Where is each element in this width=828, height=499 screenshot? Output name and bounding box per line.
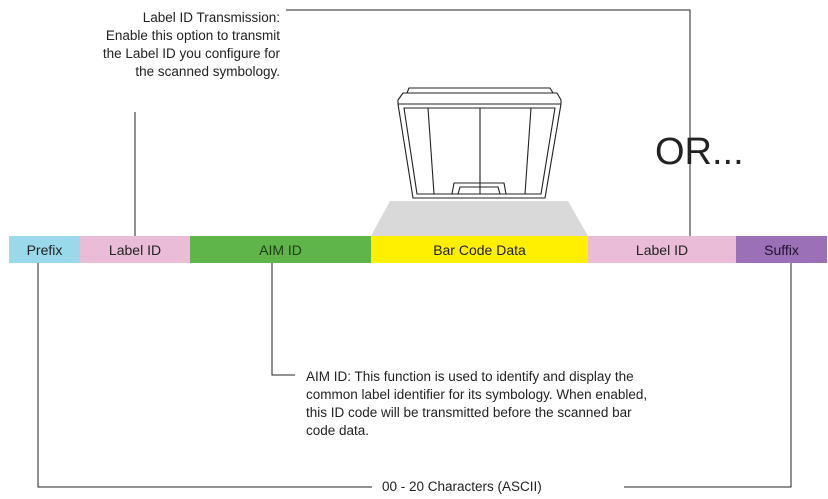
label-id-callout-line: Enable this option to transmit	[105, 28, 280, 43]
range-bracket-left	[37, 263, 372, 488]
range-bracket-right	[624, 263, 792, 488]
scanner-device-icon	[397, 87, 562, 199]
segment-aim-id: AIM ID	[190, 236, 371, 263]
label-id-callout-line: the Label ID you configure for	[102, 46, 280, 61]
aim-id-callout: AIM ID: This function is used to identif…	[306, 368, 776, 440]
segment-bar-code-data: Bar Code Data	[371, 236, 588, 263]
aim-id-callout-line: code data.	[306, 423, 370, 438]
range-label: 00 - 20 Characters (ASCII)	[382, 479, 542, 494]
segment-suffix: Suffix	[736, 236, 827, 263]
label-id-callout: Label ID Transmission: Enable this optio…	[40, 9, 280, 81]
segment-label-id-before: Label ID	[80, 236, 190, 263]
label-id-after-connector-line	[286, 9, 691, 236]
label-id-callout-line: Label ID Transmission:	[142, 10, 280, 25]
aim-id-callout-line: this ID code will be transmitted before …	[306, 405, 632, 420]
aim-id-callout-line: common label identifier for its symbolog…	[306, 387, 648, 402]
aim-id-callout-line: AIM ID: This function is used to identif…	[306, 369, 634, 384]
or-text: OR...	[655, 131, 744, 173]
aim-id-connector-line	[271, 263, 295, 376]
segment-label-id-after: Label ID	[588, 236, 736, 263]
label-id-callout-line: the scanned symbology.	[135, 64, 280, 79]
scanner-beam	[371, 201, 588, 236]
segment-prefix: Prefix	[9, 236, 80, 263]
